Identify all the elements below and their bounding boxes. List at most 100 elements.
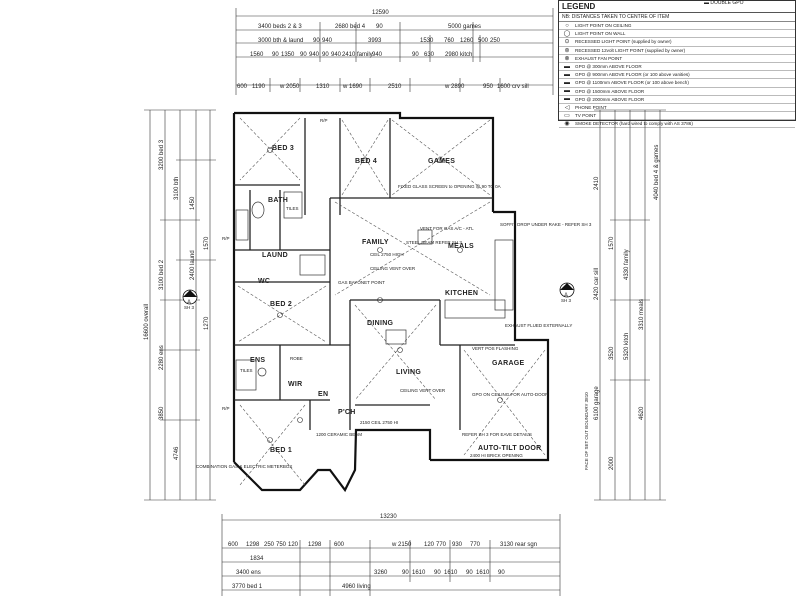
room-label-bed3: BED 3	[272, 145, 294, 152]
top-dim-r3-l: 2980 kitch	[445, 52, 472, 58]
legend-item: ▬GPO @ 1100mm ABOVE FLOOR (or 100 above …	[559, 79, 795, 88]
note-meterbox: COMBINATION GAS & ELECTRIC METERBOX	[196, 464, 292, 469]
legend-note: NB: DISTANCES TAKEN TO CENTRE OF ITEM	[559, 13, 795, 22]
top-dim-r1-b: 2680 bed 4	[335, 24, 366, 30]
light-point-ceiling-icon: ○	[565, 22, 569, 29]
top-dim-r4-g: w 2890	[444, 84, 465, 90]
bottom-dim-r2-d: 1610	[412, 570, 426, 576]
top-dim-r1-a: 3400 beds 2 & 3	[258, 24, 302, 30]
top-dim-r3-i: 940	[372, 52, 383, 58]
legend-item-label: GPO @ 900mm ABOVE FLOOR (or 100 above va…	[575, 72, 690, 78]
top-dim-r1-c: 90	[376, 24, 383, 30]
room-label-ens: ENS	[250, 357, 265, 364]
note-tiles-bath: TILES	[286, 206, 299, 211]
gpo-icon: ▬	[564, 71, 570, 78]
legend-item: ⊚RECESSED 12volt LIGHT POINT (supplied b…	[559, 47, 795, 55]
note-boundary: FACE OF SET OUT BOUNDARY 3810	[584, 392, 589, 470]
right-dim-e: 3310 meals	[639, 299, 645, 330]
top-dim-r2-f: 760	[444, 38, 455, 44]
top-dim-r3-g: 940	[331, 52, 342, 58]
legend-title: LEGEND	[559, 1, 795, 13]
bottom-dim-r1-g: 600	[334, 542, 345, 548]
top-dim-r2-b: 90	[313, 38, 320, 44]
legend-item-label: PHONE POINT	[575, 104, 607, 110]
phone-point-icon: ◁	[564, 104, 570, 111]
note-ceramic-beam: 1200 CERAMIC BEAM	[316, 432, 362, 437]
top-dim-r2-c: 940	[322, 38, 333, 44]
note-ceiling-2150: 2150 CEIL 2750 HI	[360, 420, 398, 425]
note-gas-bayonet: GAS BAYONET POINT	[338, 280, 385, 285]
right-dim-i: 3520	[609, 346, 615, 360]
bottom-dim-r2-f: 1610	[444, 570, 458, 576]
bottom-dim-overall: 13230	[380, 514, 397, 520]
bottom-dim-r2-e: 90	[434, 570, 441, 576]
fixtures	[235, 191, 514, 391]
bottom-dim-r1-sub: 1834	[250, 556, 264, 562]
bottom-dim-r1-l: 770	[470, 542, 481, 548]
note-steel-beam: STEEL BEAM REFER SH 3	[406, 240, 462, 245]
legend-item: ▬ GPO @ 900mm ABOVE FLOOR (or 100 above v…	[559, 71, 795, 80]
room-label-bed4: BED 4	[355, 158, 377, 165]
legend-item-label: GPO @ 2000mm ABOVE FLOOR	[575, 96, 645, 102]
legend-item: ⊗EXHAUST FAN POINT	[559, 55, 795, 63]
bottom-dim-r1-f: 1298	[308, 542, 322, 548]
legend-item-label: GPO @ 1500mm ABOVE FLOOR	[575, 88, 645, 94]
right-dim-c: 4330 family	[624, 249, 630, 280]
left-dim-c: 2280 ens	[159, 345, 165, 370]
bottom-dim-r1-a: 600	[228, 542, 239, 548]
light-point-wall-icon: ◯	[563, 31, 571, 38]
room-label-kitchen: KITCHEN	[445, 290, 478, 297]
top-dim-r4-d: 1310	[316, 84, 330, 90]
top-dim-r3-c: 1350	[281, 52, 295, 58]
top-dim-r3-b: 90	[272, 52, 279, 58]
room-label-en: EN	[318, 391, 328, 398]
bottom-dim-r2-b: 3260	[374, 570, 388, 576]
note-ceil-height: CEIL 2750 HIGH	[370, 252, 404, 257]
right-dim-g: 6100 garage	[594, 386, 600, 420]
legend-item: ◉SMOKE DETECTOR (hard wired to comply wi…	[559, 120, 795, 129]
section-marker-right-letter: A	[564, 293, 568, 299]
light-points	[267, 147, 503, 443]
legend-item: ▬GPO @ 2000mm ABOVE FLOOR	[559, 96, 795, 104]
top-dim-r4-h: 950	[483, 84, 494, 90]
right-dim-h: 5320 kitch	[624, 333, 630, 360]
note-brick-opening: 2400 HI BRICK OPENING	[470, 453, 523, 458]
bottom-dim-r1-b: 1298	[246, 542, 260, 548]
legend-panel: LEGEND NB: DISTANCES TAKEN TO CENTRE OF …	[558, 0, 796, 129]
section-marker-left-sheet: SH 3	[184, 305, 195, 310]
top-dim-r4-b: 1190	[252, 84, 266, 90]
legend-item-label: LIGHT POINT ON CEILING	[575, 23, 632, 29]
room-label-laund: LAUND	[262, 252, 288, 259]
legend-list: ○LIGHT POINT ON CEILING◯LIGHT POINT ON W…	[559, 22, 795, 129]
bottom-dim-r2-a: 3400 ens	[236, 570, 261, 576]
right-dim-k: 2000	[609, 456, 615, 470]
gpo-icon: ▬	[564, 79, 570, 86]
left-dim-e: 4746	[174, 446, 180, 460]
bottom-dim-r2-g: 90	[466, 570, 473, 576]
top-dim-r2-g: 1260	[460, 38, 474, 44]
right-dimensions	[594, 109, 666, 501]
note-tiles-ens: TILES	[240, 368, 253, 373]
gpo-icon: ▬	[564, 63, 570, 70]
outer-walls	[232, 111, 550, 493]
top-dim-r4-e: w 1690	[342, 84, 363, 90]
legend-item: ◁ PHONE POINT	[559, 104, 795, 113]
bottom-dim-r1-e: 120	[288, 542, 299, 548]
top-dim-r3-e: 940	[309, 52, 320, 58]
bottom-dim-r3-b: 4960 living	[342, 584, 371, 590]
room-label-bath: BATH	[268, 197, 288, 204]
left-dim-b: 3100 bed 2	[159, 259, 165, 290]
note-gpo-ceiling: GPO ON CEILING FOR AUTO-DOOR	[472, 392, 549, 397]
top-dim-r3-j: 90	[412, 52, 419, 58]
top-dim-r3-h: 2410 family	[342, 52, 373, 58]
inner-walls	[234, 118, 515, 430]
note-ceiling-vent: CEILING VENT OVER	[370, 266, 416, 271]
room-label-games: GAMES	[428, 158, 455, 165]
top-dim-r3-d: 90	[300, 52, 307, 58]
legend-item-label: RECESSED 12volt LIGHT POINT (supplied by…	[575, 47, 686, 53]
section-marker-left: A SH 3	[182, 289, 198, 310]
note-fixed-glass: FIXED GLASS SCREEN to OPENING @ 90 TO 0A	[398, 184, 501, 189]
bottom-dim-r2-c: 90	[402, 570, 409, 576]
room-label-living: LIVING	[396, 369, 421, 376]
